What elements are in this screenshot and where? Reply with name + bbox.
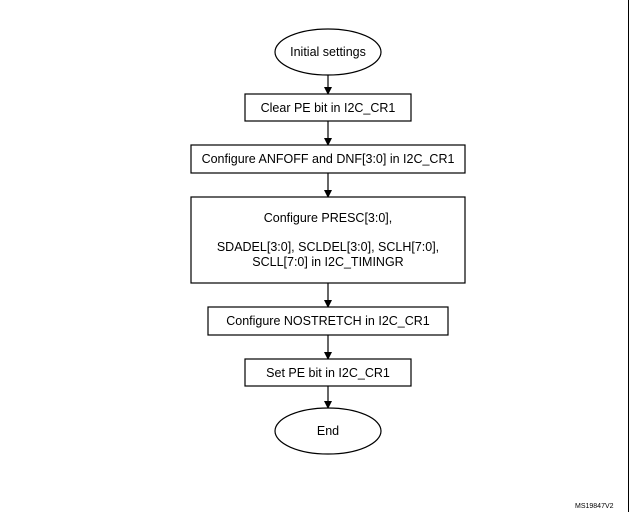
step-configure-timing [190, 196, 466, 284]
step-configure-nostretch [207, 306, 449, 336]
end-terminal [274, 407, 382, 455]
step-configure-filters [190, 144, 466, 174]
step-configure-timing-line-3: SDADEL[3:0], SCLDEL[3:0], SCLH[7:0], [217, 240, 439, 254]
figure-reference-code: MS19847V2 [575, 503, 614, 510]
step-configure-nostretch-label: Configure NOSTRETCH in I2C_CR1 [226, 314, 430, 328]
figure-frame-line [628, 0, 629, 512]
step-set-pe-label: Set PE bit in I2C_CR1 [266, 366, 390, 380]
step-clear-pe [244, 93, 412, 122]
start-terminal [274, 28, 382, 76]
step-configure-timing-line-1: Configure PRESC[3:0], [264, 211, 393, 225]
end-label: End [317, 424, 339, 438]
step-set-pe [244, 358, 412, 387]
step-configure-filters-label: Configure ANFOFF and DNF[3:0] in I2C_CR1 [202, 152, 455, 166]
step-clear-pe-label: Clear PE bit in I2C_CR1 [261, 101, 396, 115]
start-label: Initial settings [290, 45, 366, 59]
step-configure-timing-line-4: SCLL[7:0] in I2C_TIMINGR [252, 255, 403, 269]
